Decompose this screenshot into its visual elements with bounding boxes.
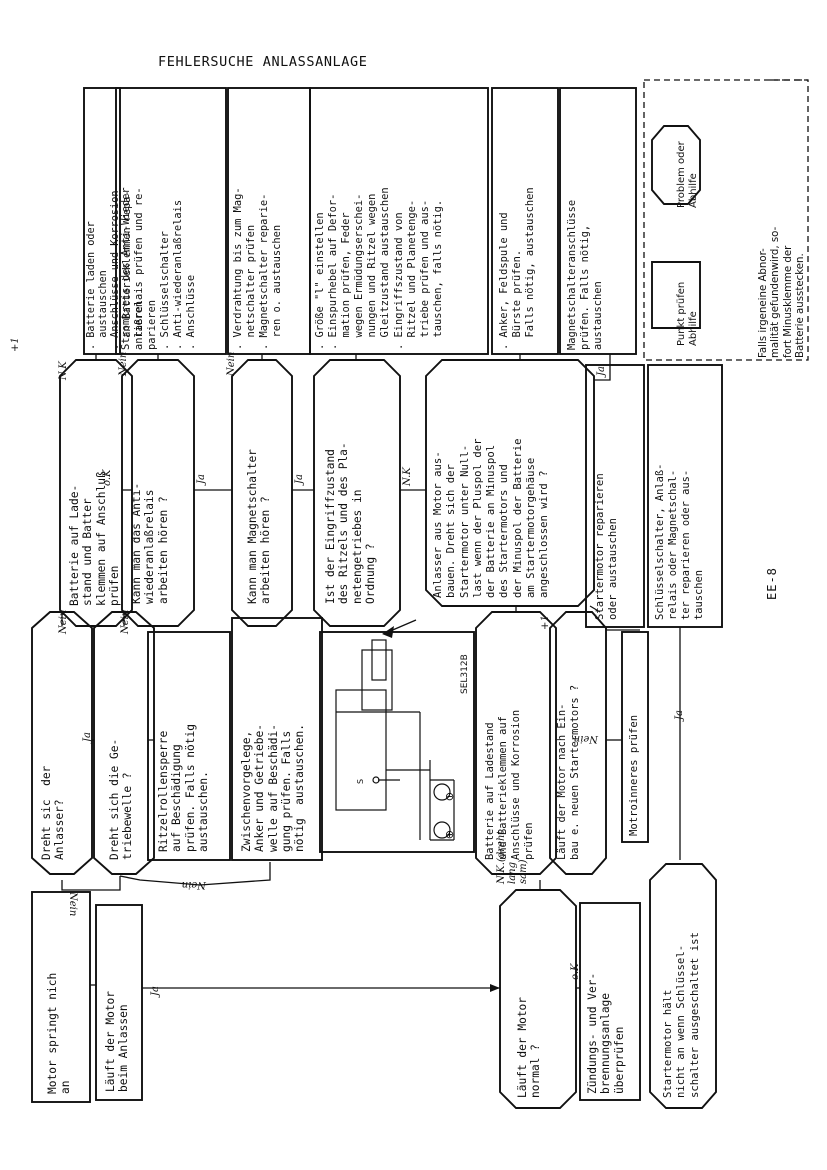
hw-ja1: Ja bbox=[150, 986, 161, 996]
hw-nein2: Nein bbox=[120, 609, 131, 634]
hex-normal bbox=[499, 889, 577, 1109]
hw-ja2: Ja bbox=[82, 732, 93, 742]
hex-new-starter bbox=[549, 611, 607, 875]
figure-terminal-label: S bbox=[356, 778, 365, 784]
box-intermediate bbox=[231, 617, 323, 861]
box-legend bbox=[643, 79, 809, 361]
hw-nein4: Nein bbox=[226, 351, 237, 376]
box-repair-starter bbox=[585, 364, 645, 628]
box-motor-turns bbox=[95, 904, 143, 1101]
hw-nein7: Nein bbox=[573, 733, 598, 744]
legend-rect-icon bbox=[651, 261, 701, 329]
box-figure bbox=[319, 631, 475, 853]
box-armature-remedy bbox=[491, 87, 559, 355]
hw-ja6: Ja bbox=[674, 710, 685, 720]
hw-t1b: +1 bbox=[540, 615, 551, 630]
legend-hex-icon bbox=[651, 125, 701, 205]
hex-solenoid bbox=[231, 359, 293, 627]
hw-t1a: +1 bbox=[10, 337, 21, 352]
box-roller bbox=[147, 631, 231, 861]
box-battery-remedy bbox=[83, 87, 121, 355]
hw-nk-dreht: N.K.(dreht lang sam) bbox=[496, 830, 529, 884]
box-motor-inside bbox=[621, 631, 649, 843]
hex-gearshaft bbox=[93, 611, 155, 875]
box-ignition bbox=[579, 902, 641, 1101]
hex-battery-check bbox=[59, 359, 133, 627]
box-terminals-remedy bbox=[559, 87, 637, 355]
hex-engagement bbox=[313, 359, 401, 627]
box-engagement-remedy bbox=[309, 87, 489, 355]
hw-ja3: Ja bbox=[196, 474, 207, 484]
box-switch-repair bbox=[647, 364, 723, 628]
hw-ja5: Ja bbox=[596, 366, 607, 376]
hex-starter-turns bbox=[31, 611, 93, 875]
hw-ja4: Ja bbox=[294, 474, 305, 484]
hex-bat-check2 bbox=[475, 611, 557, 875]
page-title: FEHLERSUCHE ANLASSANLAGE bbox=[158, 54, 368, 70]
hw-nein3: Nein bbox=[118, 351, 129, 376]
hw-nein5: Nein bbox=[67, 892, 78, 917]
hw-nein6: Nein bbox=[181, 879, 206, 890]
figure-code: SEL312B bbox=[460, 654, 470, 694]
hex-removed bbox=[425, 359, 595, 607]
hex-relay bbox=[121, 359, 195, 627]
hw-nk2: N.K bbox=[58, 361, 69, 380]
hw-ok2: o.K bbox=[570, 963, 581, 981]
hw-ok1: o.K bbox=[102, 469, 113, 487]
box-relay-remedy bbox=[115, 87, 227, 355]
hw-nein1: Nein bbox=[58, 609, 69, 634]
hw-nk1: N.K bbox=[402, 467, 413, 486]
hex-stays-on bbox=[649, 863, 717, 1109]
box-start bbox=[31, 891, 91, 1103]
